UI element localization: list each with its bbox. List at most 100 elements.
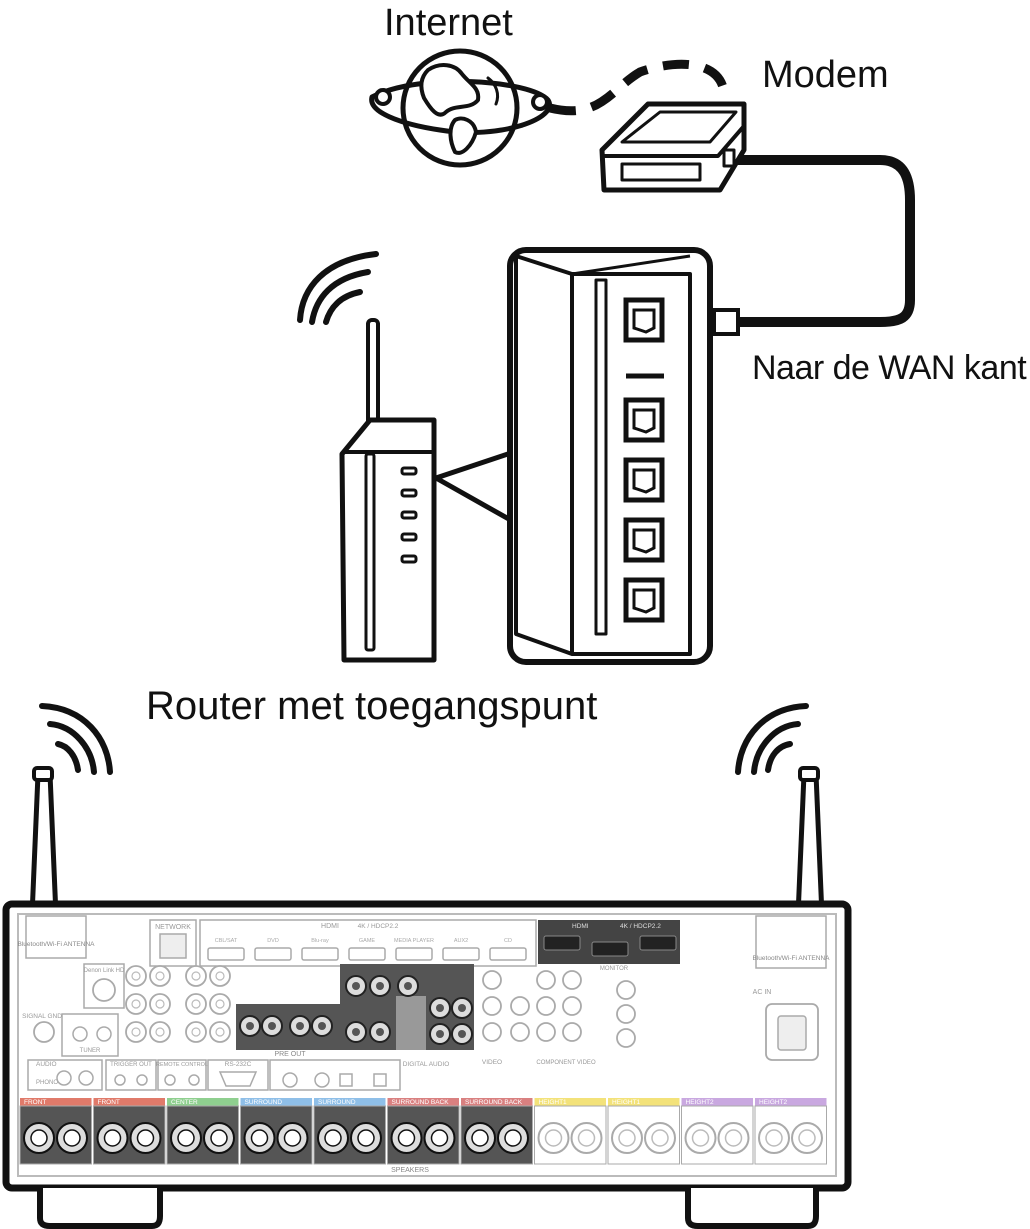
speaker-section-label: HEIGHT2 [759, 1099, 788, 1106]
svg-text:SIGNAL GND: SIGNAL GND [22, 1013, 62, 1020]
speaker-color-band [681, 1098, 753, 1106]
speaker-section-label: SURROUND BACK [465, 1099, 523, 1106]
speaker-terminal-cap [30, 1129, 48, 1147]
right-antenna [795, 766, 825, 919]
rca-jack-center [155, 1027, 165, 1037]
router-wan-port [623, 297, 665, 343]
rca-jack-center [215, 1027, 225, 1037]
hdmi-input-port [254, 947, 292, 961]
speaker-color-band [387, 1098, 459, 1106]
rca-jack-center [131, 971, 141, 981]
speaker-terminal-cap [103, 1129, 122, 1147]
left-antenna-jack-label: Bluetooth/Wi-Fi ANTENNA [18, 915, 95, 959]
rca-jack-center [131, 999, 141, 1009]
svg-text:4K / HDCP2.2: 4K / HDCP2.2 [620, 923, 661, 930]
rca-jack-center [215, 971, 225, 981]
svg-text:4K / HDCP2.2: 4K / HDCP2.2 [358, 923, 399, 930]
video-label: VIDEO [482, 1059, 502, 1066]
rca-jack-center [155, 999, 165, 1009]
router-body [339, 417, 437, 663]
pre-out-jacks [239, 975, 473, 1045]
pre-out-jack-center [318, 1022, 326, 1030]
speaker-section-label: CENTER [171, 1099, 198, 1106]
speaker-color-band [534, 1098, 606, 1106]
rca-jack-center [191, 999, 201, 1009]
speaker-terminal-cap [651, 1129, 669, 1147]
speaker-terminal-cap [324, 1129, 342, 1147]
pre-out-jack-center [376, 1028, 384, 1036]
hdmi-input-label: AUX2 [454, 938, 468, 944]
router-wifi-waves-icon [297, 251, 379, 325]
pre-out-jack-center [404, 982, 412, 990]
pre-out-jack-center [436, 1004, 444, 1012]
hdmi-input-label: GAME [359, 938, 376, 944]
video-jack [562, 1022, 582, 1042]
speaker-terminal-cap [691, 1129, 710, 1147]
video-jack [616, 1028, 636, 1048]
video-jack [482, 996, 502, 1016]
pre-out-jack-center [436, 1030, 444, 1038]
speaker-terminal-cap [471, 1129, 489, 1147]
rca-jack-center [191, 1027, 201, 1037]
pre-out-jack-center [352, 1028, 360, 1036]
pre-out-jack-center [458, 1030, 466, 1038]
hdmi-input-port [489, 947, 527, 961]
speaker-terminal-cap [63, 1129, 81, 1147]
speaker-terminal-cap [618, 1129, 636, 1147]
speaker-section-label: HEIGHT1 [612, 1099, 641, 1106]
hdmi-output-panel: HDMI 4K / HDCP2.2 [538, 920, 680, 964]
video-jack [536, 1022, 556, 1042]
speaker-color-band [461, 1098, 533, 1106]
pre-out-jack-center [458, 1004, 466, 1012]
hdmi-input-port [395, 947, 433, 961]
speaker-terminal-cap [798, 1129, 816, 1147]
right-antenna-jack-label: Bluetooth/Wi-Fi ANTENNA [753, 915, 831, 969]
svg-text:Bluetooth/Wi-Fi ANTENNA: Bluetooth/Wi-Fi ANTENNA [753, 955, 831, 962]
video-jack [510, 1022, 530, 1042]
speaker-terminal-cap [397, 1129, 416, 1147]
speaker-terminal-cap [544, 1129, 563, 1147]
speaker-section-label: FRONT [98, 1099, 120, 1106]
speaker-section-label: SURROUND BACK [392, 1099, 450, 1106]
svg-text:NETWORK: NETWORK [155, 924, 191, 931]
modem-device [599, 101, 747, 193]
speaker-color-band [608, 1098, 680, 1106]
router-label: Router met toegangspunt [146, 684, 598, 728]
speaker-terminal-cap [504, 1129, 522, 1147]
hdmi-input-label: CBL/SAT [215, 938, 238, 944]
svg-text:REMOTE CONTROL: REMOTE CONTROL [156, 1062, 208, 1068]
hdmi-input-label: Blu-ray [311, 938, 329, 944]
video-jack [510, 996, 530, 1016]
pre-out-jack-center [296, 1022, 304, 1030]
globe-icon [369, 48, 552, 168]
svg-text:TUNER: TUNER [80, 1048, 101, 1054]
video-inputs [482, 970, 636, 1048]
control-row: AUDIO PHONO TRIGGER OUT REMOTE CONTROL R… [27, 1059, 450, 1091]
speaker-section-label: SURROUND [245, 1099, 283, 1106]
speaker-terminal-cap [357, 1129, 375, 1147]
pre-out-jack-center [268, 1022, 276, 1030]
svg-text:TRIGGER OUT: TRIGGER OUT [110, 1062, 152, 1068]
hdmi-input-label: DVD [267, 938, 279, 944]
speaker-terminal-cap [136, 1129, 155, 1147]
svg-text:HDMI: HDMI [321, 923, 339, 930]
speaker-section-label: HEIGHT2 [686, 1099, 715, 1106]
speaker-color-band [167, 1098, 239, 1106]
speaker-color-band [314, 1098, 386, 1106]
svg-text:DIGITAL AUDIO: DIGITAL AUDIO [403, 1061, 450, 1068]
signal-gnd-terminal: SIGNAL GND [22, 1013, 62, 1043]
video-jack [536, 970, 556, 990]
speaker-section-label: SURROUND [318, 1099, 356, 1106]
internet-modem-link [548, 59, 729, 116]
monitor-label: MONITOR [600, 966, 629, 972]
video-jack [482, 1022, 502, 1042]
modem-label: Modem [762, 54, 889, 96]
video-jack [482, 970, 502, 990]
wan-cable [736, 155, 915, 327]
tuner-jack: TUNER [61, 1013, 119, 1057]
svg-text:HDMI: HDMI [572, 923, 589, 930]
video-jack [616, 1004, 636, 1024]
speaker-color-band [93, 1098, 165, 1106]
rca-jack-center [191, 971, 201, 981]
